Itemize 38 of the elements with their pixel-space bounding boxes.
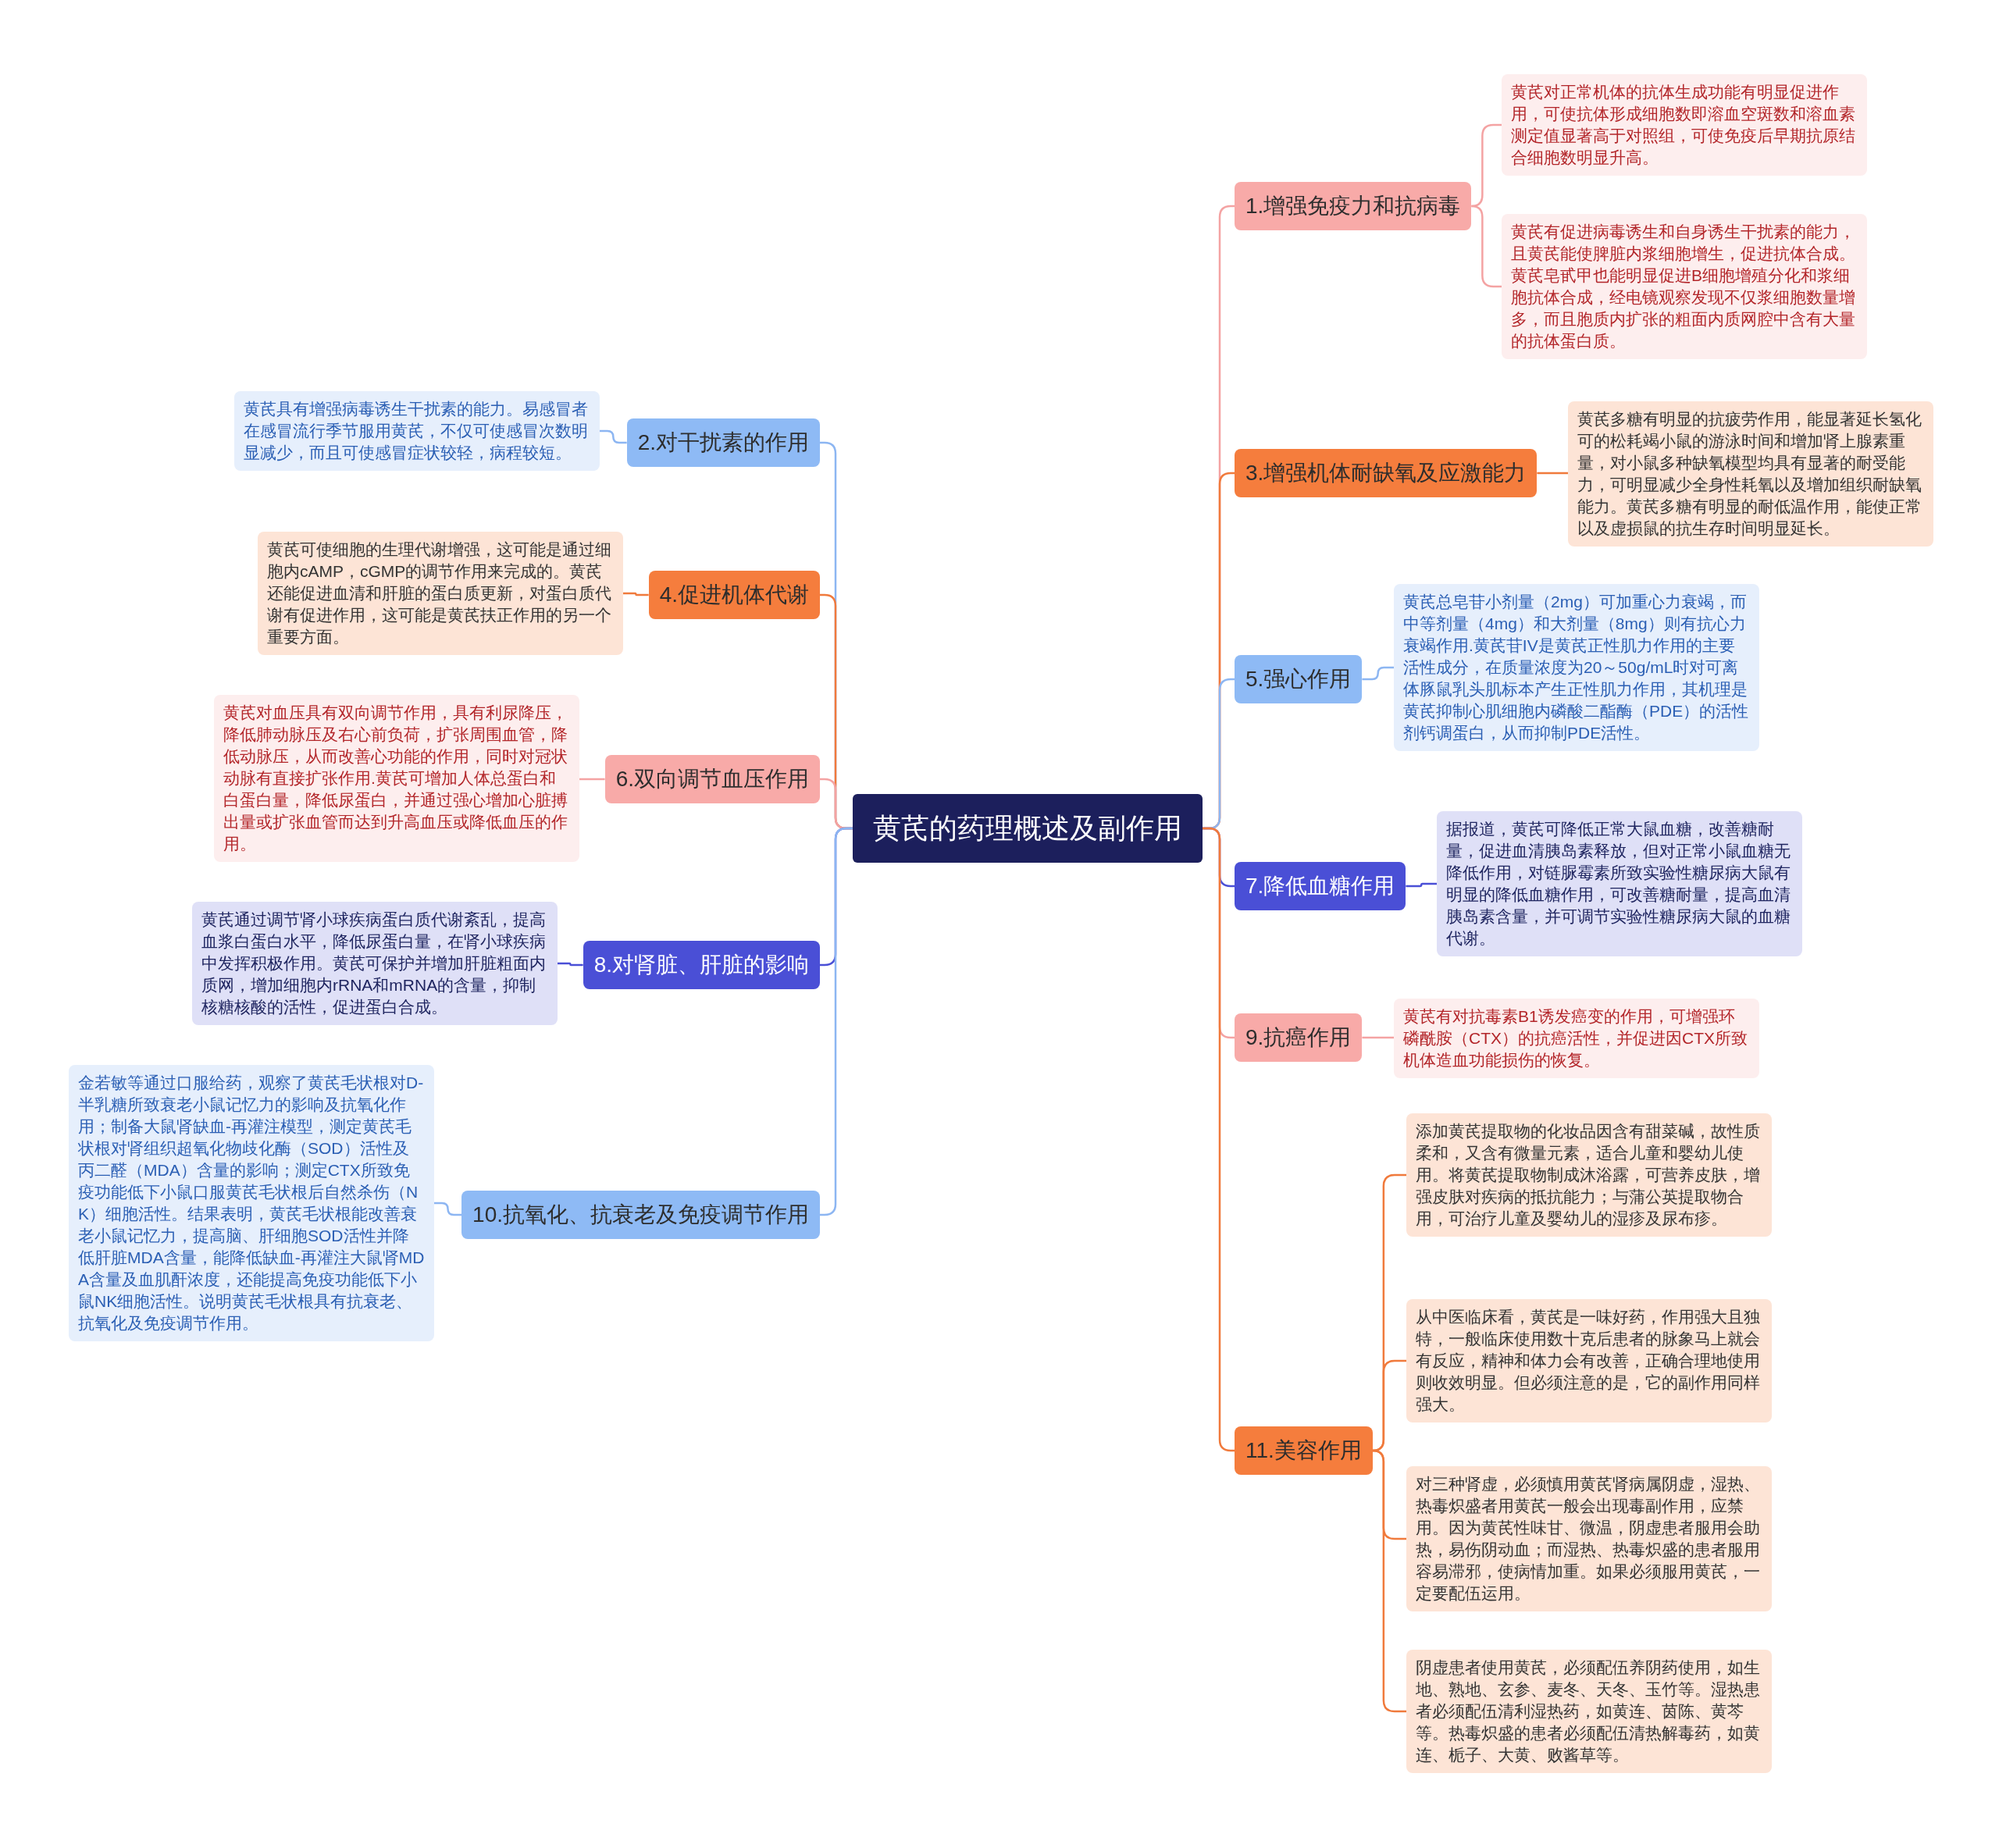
topic-box: 2.对干扰素的作用 — [626, 418, 820, 467]
note-box: 从中医临床看，黄芪是一味好药，作用强大且独特，一般临床使用数十克后患者的脉象马上就会有反应，精神和体力会有改善，正确合理地使用则收效明显。但必须注意的是，它的副作用同样强大。 — [1406, 1299, 1772, 1422]
topic-box: 8.对肾脏、肝脏的影响 — [583, 941, 820, 989]
topic-box: 5.强心作用 — [1235, 655, 1363, 703]
note-box: 对三种肾虚，必须慎用黄芪肾病属阴虚，湿热、热毒炽盛者用黄芪一般会出现毒副作用，应禁用。因为黄芪性味甘、微温，阴虚患者服用会助热，易伤阴动血；而湿热、热毒炽盛的患者服用容易滞邪，使病情加重。如果必须服用黄芪，一定要配伍运用。 — [1406, 1466, 1772, 1611]
topic-box: 7.降低血糖作用 — [1235, 862, 1406, 910]
note-box: 金若敏等通过口服给药，观察了黄芪毛状根对D-半乳糖所致衰老小鼠记忆力的影响及抗氧化作用；制备大鼠肾缺血-再灌注模型，测定黄芪毛状根对肾组织超氧化物歧化酶（SOD）活性及丙二醛（MDA）含量的影响；测定CTX所致免疫功能低下小鼠口服黄芪毛状根后自然杀伤（NK）细胞活性。结果表明，黄芪毛状根能改善衰老小鼠记忆力，提高脑、肝细胞SOD活性并降低肝脏MDA含量，能降低缺血-再灌注大鼠肾MDA含量及血肌酐浓度，还能提高免疫功能低下小鼠NK细胞活性。说明黄芪毛状根具有抗衰老、抗氧化及免疫调节作用。 — [69, 1065, 434, 1341]
topic-box: 11.美容作用 — [1235, 1426, 1373, 1475]
note-box: 黄芪总皂苷小剂量（2mg）可加重心力衰竭，而中等剂量（4mg）和大剂量（8mg）则有抗心力衰竭作用.黄芪苷IV是黄芪正性肌力作用的主要活性成分，在质量浓度为20～50g/mL时对可离体豚鼠乳头肌标本产生正性肌力作用，其机理是黄芪抑制心肌细胞内磷酸二酯酶（PDE）的活性剂钙调蛋白，从而抑制PDE活性。 — [1394, 584, 1759, 751]
connector-line — [1362, 666, 1394, 681]
connector-line — [623, 592, 649, 596]
topic-box: 6.双向调节血压作用 — [604, 755, 820, 803]
topic-box: 9.抗癌作用 — [1235, 1013, 1363, 1062]
connector-line — [434, 1202, 462, 1216]
connector-line — [1371, 1449, 1406, 1713]
note-box: 据报道，黄芪可降低正常大鼠血糖，改善糖耐量，促进血清胰岛素释放，但对正常小鼠血糖无降低作用，对链脲霉素所致实验性糖尿病大鼠有明显的降低血糖作用，可改善糖耐量，提高血清胰岛素含量，并可调节实验性糖尿病大鼠的血糖代谢。 — [1437, 811, 1802, 956]
topic-box: 4.促进机体代谢 — [648, 571, 820, 619]
topic-box: 10.抗氧化、抗衰老及免疫调节作用 — [461, 1191, 820, 1239]
note-box: 添加黄芪提取物的化妆品因含有甜菜碱，故性质柔和，又含有微量元素，适合儿童和婴幼儿使用。将黄芪提取物制成沐浴露，可营养皮肤，增强皮肤对疾病的抵抗能力；与蒲公英提取物合用，可治疗儿童及婴幼儿的湿疹及尿布疹。 — [1406, 1113, 1772, 1237]
note-box: 黄芪具有增强病毒诱生干扰素的能力。易感冒者在感冒流行季节服用黄芪，不仅可使感冒次数明显减少，而且可使感冒症状较轻，病程较短。 — [234, 391, 600, 471]
topic-box: 3.增强机体耐缺氧及应激能力 — [1235, 449, 1538, 497]
note-box: 黄芪有对抗毒素B1诱发癌变的作用，可增强环磷酰胺（CTX）的抗癌活性，并促进因CTX所致机体造血功能损伤的恢复。 — [1394, 999, 1759, 1078]
central-topic: 黄芪的药理概述及副作用 — [853, 794, 1203, 863]
connector-line — [1470, 205, 1502, 288]
connector-line — [579, 778, 605, 781]
connector-line — [1362, 1036, 1394, 1039]
connector-line — [1406, 882, 1437, 888]
connector-line — [600, 429, 627, 444]
topic-box: 1.增强免疫力和抗病毒 — [1235, 182, 1472, 230]
note-box: 黄芪通过调节肾小球疾病蛋白质代谢紊乱，提高血浆白蛋白水平，降低尿蛋白量，在肾小球疾病中发挥积极作用。黄芪可保护并增加肝脏粗面内质网，增加细胞内rRNA和mRNA的含量，抑制核糖核酸的活性，促进蛋白合成。 — [192, 902, 558, 1025]
note-box: 黄芪可使细胞的生理代谢增强，这可能是通过细胞内cAMP，cGMP的调节作用来完成的。黄芪还能促进血清和肝脏的蛋白质更新，对蛋白质代谢有促进作用，这可能是黄芪扶正作用的另一个重要方面。 — [258, 532, 623, 655]
connector-line — [558, 962, 583, 967]
note-box: 黄芪对正常机体的抗体生成功能有明显促进作用，可使抗体形成细胞数即溶血空斑数和溶血素测定值显著高于对照组，可使免疫后早期抗原结合细胞数明显升高。 — [1502, 74, 1867, 176]
note-box: 黄芪有促进病毒诱生和自身诱生干扰素的能力，且黄芪能使脾脏内浆细胞增生，促进抗体合成。黄芪皂甙甲也能明显促进B细胞增殖分化和浆细胞抗体合成，经电镜观察发现不仅浆细胞数量增多，而且胞质内扩张的粗面内质网腔中含有大量的抗体蛋白质。 — [1502, 214, 1867, 359]
connector-line — [1537, 472, 1568, 475]
note-box: 阴虚患者使用黄芪，必须配伍养阴药使用，如生地、熟地、玄参、麦冬、天冬、玉竹等。湿热患者必须配伍清利湿热药，如黄连、茵陈、黄芩等。热毒炽盛的患者必须配伍清热解毒药，如黄连、栀子、大黄、败酱草等。 — [1406, 1650, 1772, 1773]
note-box: 黄芪对血压具有双向调节作用，具有利尿降压，降低肺动脉压及右心前负荷，扩张周围血管，降低动脉压，从而改善心功能的作用，同时对冠状动脉有直接扩张作用.黄芪可增加人体总蛋白和白蛋白量，降低尿蛋白，并通过强心增加心脏搏出量或扩张血管而达到升高血压或降低血压的作用。 — [214, 695, 579, 862]
note-box: 黄芪多糖有明显的抗疲劳作用，能显著延长氢化可的松耗竭小鼠的游泳时间和增加肾上腺素重量，对小鼠多种缺氧模型均具有显著的耐受能力，可明显减少全身性耗氧以及增加组织耐缺氧能力。黄芪多糖有明显的耐低温作用，能使正常以及虚损鼠的抗生存时间明显延长。 — [1568, 401, 1933, 547]
